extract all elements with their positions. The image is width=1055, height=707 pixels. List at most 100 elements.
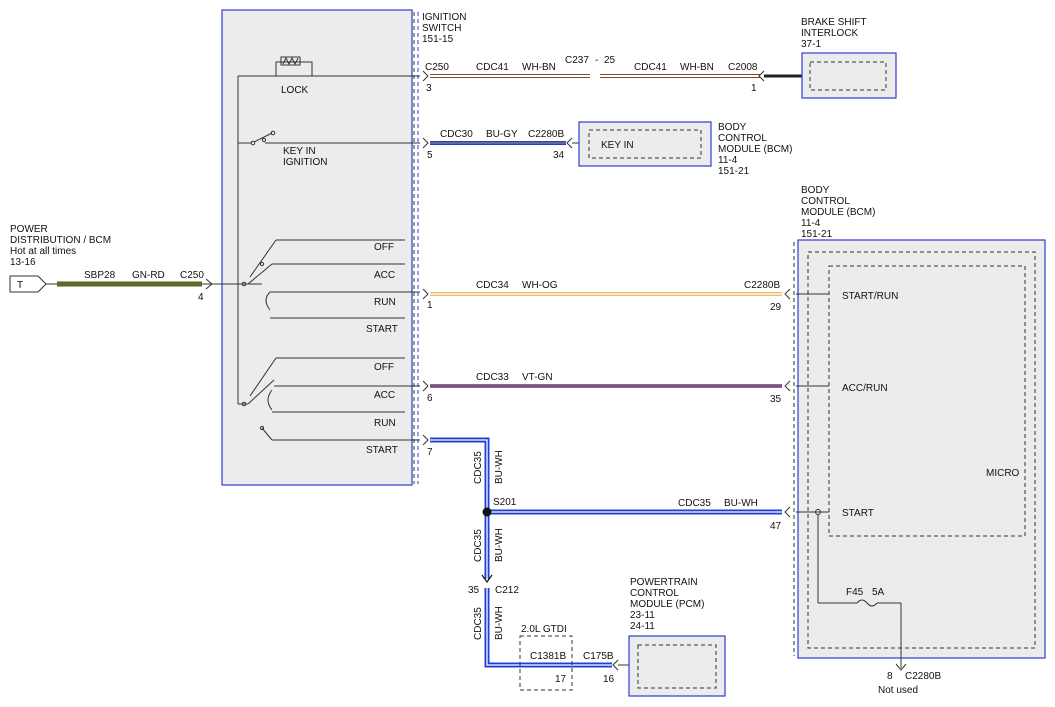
start-c1381b-pin: 17 <box>555 674 567 685</box>
keyin-connector: C2280B <box>528 129 564 140</box>
acc-pin-left: 6 <box>427 393 433 404</box>
run-connector: C2280B <box>744 280 780 291</box>
start-v3-color: BU-WH <box>494 606 505 640</box>
bcm-fuse: F45 <box>846 587 864 598</box>
wire-run: 1 CDC34 WH-OG C2280B 29 <box>422 280 791 313</box>
wire-keyin: 5 CDC30 BU-GY C2280B 34 <box>422 129 592 161</box>
start-v1-color: BU-WH <box>494 450 505 484</box>
keyin-pin-right: 34 <box>553 150 565 161</box>
ignition-switch: IGNITION SWITCH 151-15 LOCK KEY IN IGNIT… <box>221 9 466 486</box>
brake-shift-interlock: BRAKE SHIFT INTERLOCK 37-1 <box>801 17 897 99</box>
start-c1381b: C1381B <box>530 651 566 662</box>
start-c175b: C175B <box>583 651 614 662</box>
start-h-circuit: CDC35 <box>678 498 711 509</box>
acc-circuit: CDC33 <box>476 372 509 383</box>
pos2-run: RUN <box>374 418 396 429</box>
pcm-title-3: MODULE (PCM) <box>630 599 704 610</box>
brake-ref: 37-1 <box>801 39 821 50</box>
bcm-large-title-1: BODY <box>801 185 830 196</box>
lock-inline-conn: C237 <box>565 55 589 66</box>
bcm-small-title-3: MODULE (BCM) <box>718 144 792 155</box>
start-v2-color: BU-WH <box>494 528 505 562</box>
power-pin: 4 <box>198 292 204 303</box>
pcm-ref1: 23-11 <box>630 610 655 621</box>
lock-solenoid-icon <box>275 56 420 77</box>
bcm-large: BODY CONTROL MODULE (BCM) 11-4 151-21 ST… <box>793 185 1046 696</box>
run-pin-right: 29 <box>770 302 782 313</box>
power-connector: C250 <box>180 270 204 281</box>
pos2-start: START <box>366 445 398 456</box>
pcm: POWERTRAIN CONTROL MODULE (PCM) 23-11 24… <box>628 577 726 697</box>
start-option: 2.0L GTDI <box>521 624 567 635</box>
start-splice: S201 <box>493 497 517 508</box>
brake-title-1: BRAKE SHIFT <box>801 17 867 28</box>
lock-inline-sep: - <box>595 55 598 66</box>
bcm-small-ref2: 151-21 <box>718 166 750 177</box>
run-color: WH-OG <box>522 280 558 291</box>
bcm-input-start: START <box>842 508 874 519</box>
lock-label: LOCK <box>281 85 309 96</box>
lock-circuit2: CDC41 <box>634 62 667 73</box>
start-c212-pin: 35 <box>468 585 480 596</box>
bcm-out-connector: C2280B <box>905 671 941 682</box>
power-source-line2: DISTRIBUTION / BCM <box>10 235 111 246</box>
pos1-off: OFF <box>374 242 394 253</box>
bcm-large-ref2: 151-21 <box>801 229 833 240</box>
power-terminal-label: T <box>17 280 23 291</box>
power-source-line1: POWER <box>10 224 48 235</box>
bcm-small-title-1: BODY <box>718 122 747 133</box>
lock-inline-pin: 25 <box>604 55 616 66</box>
ignition-switch-title-2: SWITCH <box>422 23 461 34</box>
wire-lock: C250 3 CDC41 WH-BN C237 - 25 CDC41 WH-BN… <box>422 55 804 94</box>
bcm-large-title-2: CONTROL <box>801 196 850 207</box>
start-v3-circuit: CDC35 <box>473 607 484 640</box>
fuse-icon <box>815 509 907 671</box>
bcm-micro: MICRO <box>986 468 1020 479</box>
keyin-color: BU-GY <box>486 129 518 140</box>
start-v1-circuit: CDC35 <box>473 451 484 484</box>
keyin-circuit: CDC30 <box>440 129 473 140</box>
wire-acc: 6 CDC33 VT-GN 35 <box>422 372 791 405</box>
splice-s201-icon <box>482 507 492 517</box>
bcm-fuse-rating: 5A <box>872 587 885 598</box>
start-pin-right: 47 <box>770 521 782 532</box>
power-circuit: SBP28 <box>84 270 116 281</box>
lock-pin-right: 1 <box>751 83 757 94</box>
lock-pin-left: 3 <box>426 83 432 94</box>
power-source-ref: 13-16 <box>10 257 36 268</box>
keyin-pin-left: 5 <box>427 150 433 161</box>
start-v2-circuit: CDC35 <box>473 529 484 562</box>
bcm-input-startrun: START/RUN <box>842 291 898 302</box>
bcm-out-pin: 8 <box>887 671 893 682</box>
acc-pin-right: 35 <box>770 394 782 405</box>
bcm-large-ref1: 11-4 <box>801 218 821 229</box>
start-c212: C212 <box>495 585 519 596</box>
lock-color2: WH-BN <box>680 62 714 73</box>
lock-conn-right: C2008 <box>728 62 758 73</box>
pos2-off: OFF <box>374 362 394 373</box>
pcm-ref2: 24-11 <box>630 621 655 632</box>
bcm-small: KEY IN BODY CONTROL MODULE (BCM) 11-4 15… <box>578 121 792 177</box>
lock-circuit1: CDC41 <box>476 62 509 73</box>
bcm-large-title-3: MODULE (BCM) <box>801 207 875 218</box>
bcm-input-accrun: ACC/RUN <box>842 383 888 394</box>
pos1-start: START <box>366 324 398 335</box>
start-h-color: BU-WH <box>724 498 758 509</box>
pos2-acc: ACC <box>374 390 395 401</box>
power-source: POWER DISTRIBUTION / BCM Hot at all time… <box>9 224 238 303</box>
run-pin-left: 1 <box>427 300 433 311</box>
lock-color1: WH-BN <box>522 62 556 73</box>
ignition-contacts-group1 <box>238 239 420 319</box>
lock-conn-left: C250 <box>425 62 449 73</box>
run-circuit: CDC34 <box>476 280 509 291</box>
pos1-run: RUN <box>374 297 396 308</box>
key-in-label-1: KEY IN <box>283 146 316 157</box>
wire-start: 7 CDC35 BU-WH S201 CDC35 BU-WH 47 CDC35 … <box>422 434 791 691</box>
bcm-small-title-2: CONTROL <box>718 133 767 144</box>
ignition-contacts-group2 <box>238 357 420 441</box>
pos1-acc: ACC <box>374 270 395 281</box>
ignition-switch-ref: 151-15 <box>422 34 454 45</box>
brake-title-2: INTERLOCK <box>801 28 859 39</box>
start-c175b-pin: 16 <box>603 674 615 685</box>
